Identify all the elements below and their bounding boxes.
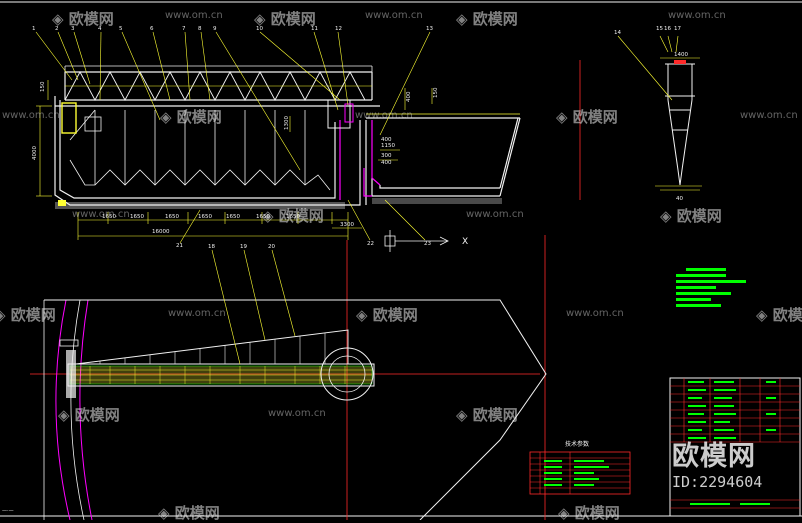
dim-det-b: 150 — [433, 87, 439, 98]
technical-notes — [676, 268, 746, 307]
dim-span-right: 3300 — [340, 222, 354, 228]
callout-20: 20 — [268, 244, 275, 250]
callout-18: 18 — [208, 244, 215, 250]
callout-4: 4 — [98, 26, 102, 32]
callout-5: 5 — [119, 26, 123, 32]
dim-overall: 16000 — [152, 229, 170, 235]
callout-3: 3 — [71, 26, 75, 32]
callout-22: 22 — [367, 241, 374, 247]
dim-bay-5: 1650 — [226, 214, 240, 220]
callout-17: 17 — [674, 26, 681, 32]
callouts-bottom: 21 22 23 — [176, 241, 431, 249]
dim-det-f: 400 — [381, 160, 392, 166]
callout-7: 7 — [182, 26, 186, 32]
dim-detail-bottom: 40 — [676, 196, 683, 202]
dim-det-g: 400 — [381, 137, 392, 143]
callout-1: 1 — [32, 26, 36, 32]
callout-6: 6 — [150, 26, 154, 32]
dim-bay-1: 1650 — [102, 214, 116, 220]
tank-section-view — [35, 31, 521, 252]
callout-12: 12 — [335, 26, 342, 32]
axis-x-label: X — [462, 237, 468, 247]
callout-2: 2 — [55, 26, 59, 32]
tech-parameter-table: 技术参数 — [529, 440, 631, 495]
callout-16: 16 — [664, 26, 671, 32]
callout-14: 14 — [614, 30, 621, 36]
callout-13: 13 — [426, 26, 433, 32]
callout-19: 19 — [240, 244, 247, 250]
dim-det-d: 1150 — [381, 143, 395, 149]
plan-view: 18 19 20 — [43, 244, 547, 520]
dim-det-e: 300 — [381, 153, 392, 159]
dimension-texts: 150 4000 1650 1650 1650 1650 1650 1650 1… — [32, 81, 439, 235]
dim-det-c: 1300 — [284, 116, 290, 130]
callout-23: 23 — [424, 241, 431, 247]
dim-bay-2: 1650 — [130, 214, 144, 220]
callouts-top: 1 2 3 4 5 6 7 8 9 10 11 12 13 — [32, 26, 433, 32]
dim-truss-depth: 150 — [40, 81, 46, 92]
tech-table-title: 技术参数 — [565, 440, 589, 448]
dim-bay-6: 1650 — [256, 214, 270, 220]
dim-bay-4: 1650 — [198, 214, 212, 220]
callout-21: 21 — [176, 243, 183, 249]
stray-mark: —·— — [2, 508, 14, 514]
callout-10: 10 — [256, 26, 263, 32]
dim-bay-7: 1650 — [286, 214, 300, 220]
dim-height-left: 4000 — [32, 146, 38, 160]
title-block — [669, 377, 801, 517]
callout-8: 8 — [198, 26, 202, 32]
truss-cross-section-detail: 14 15 16 17 1400 40 — [614, 26, 702, 202]
callout-9: 9 — [213, 26, 217, 32]
dim-det-a: 400 — [406, 91, 412, 102]
callout-15: 15 — [656, 26, 663, 32]
dim-bay-3: 1650 — [165, 214, 179, 220]
dim-detail-width: 1400 — [674, 52, 688, 58]
callout-11: 11 — [311, 26, 318, 32]
